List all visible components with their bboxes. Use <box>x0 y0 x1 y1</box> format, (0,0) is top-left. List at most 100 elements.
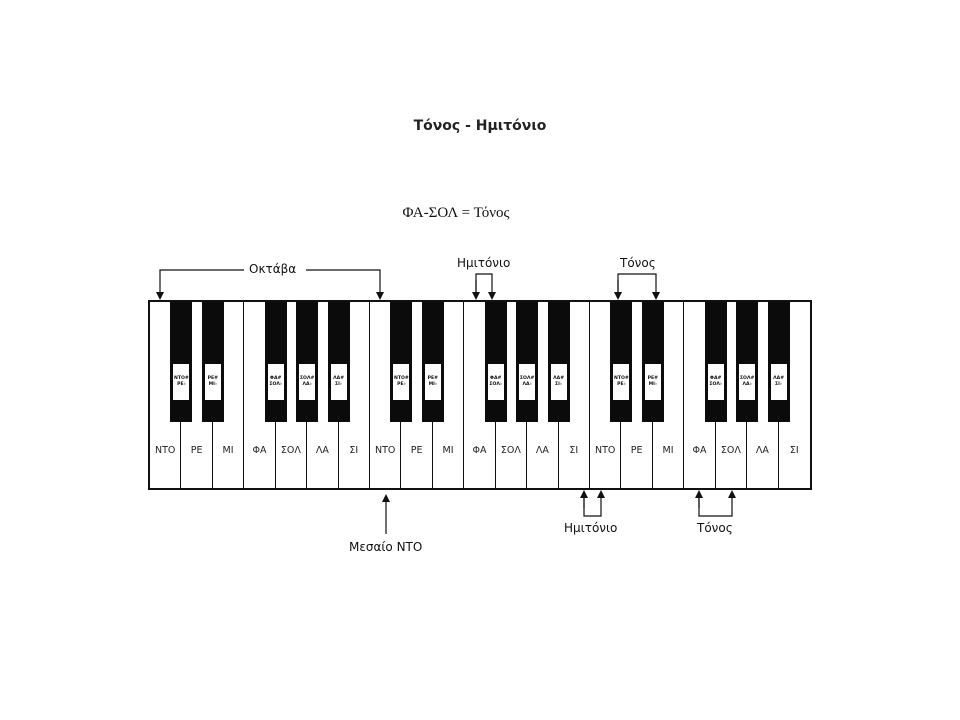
black-key-flat-label: ΣΙ♭ <box>335 382 343 387</box>
black-key: ΛΑ#ΣΙ♭ <box>767 302 790 422</box>
tone-bottom-label: Τόνος <box>697 521 733 535</box>
black-key-sharp-label: ΣΟΛ# <box>519 376 535 381</box>
white-key-label: ΣΟΛ <box>280 445 301 456</box>
black-key: ΝΤΟ#ΡΕ♭ <box>390 302 413 422</box>
black-key: ΝΤΟ#ΡΕ♭ <box>610 302 633 422</box>
white-key-label: ΜΙ <box>662 445 674 456</box>
black-key-label: ΦΑ#ΣΟΛ♭ <box>707 364 724 400</box>
white-key-label: ΜΙ <box>442 445 454 456</box>
white-key-label: ΝΤΟ <box>375 445 396 456</box>
black-key-sharp-label: ΝΤΟ# <box>394 376 409 381</box>
black-key-sharp-label: ΣΟΛ# <box>299 376 315 381</box>
white-key-label: ΣΟΛ <box>500 445 521 456</box>
black-key: ΛΑ#ΣΙ♭ <box>327 302 350 422</box>
black-key-label: ΣΟΛ#ΛΑ♭ <box>739 364 756 400</box>
white-key: ΜΙ <box>653 302 685 488</box>
black-key-label: ΡΕ#ΜΙ♭ <box>424 364 441 400</box>
black-key-sharp-label: ΡΕ# <box>647 376 659 381</box>
black-key-label: ΡΕ#ΜΙ♭ <box>644 364 661 400</box>
white-key: ΜΙ <box>433 302 465 488</box>
black-key-flat-label: ΡΕ♭ <box>177 382 186 387</box>
white-key-label: ΦΑ <box>472 445 487 456</box>
white-key-label: ΡΕ <box>630 445 643 456</box>
white-key-label: ΣΙ <box>569 445 579 456</box>
black-key-label: ΛΑ#ΣΙ♭ <box>550 364 567 400</box>
tone-top-bracket <box>617 273 660 300</box>
black-key-flat-label: ΣΙ♭ <box>775 382 783 387</box>
black-key-sharp-label: ΡΕ# <box>207 376 219 381</box>
black-key-flat-label: ΜΙ♭ <box>648 382 658 387</box>
white-key-label: ΝΤΟ <box>595 445 616 456</box>
black-key: ΛΑ#ΣΙ♭ <box>547 302 570 422</box>
black-key-label: ΦΑ#ΣΟΛ♭ <box>487 364 504 400</box>
white-key-label: ΛΑ <box>535 445 549 456</box>
tone-top-label: Τόνος <box>620 256 656 270</box>
black-key-flat-label: ΡΕ♭ <box>617 382 626 387</box>
tone-bottom-bracket <box>698 490 736 517</box>
black-key-flat-label: ΜΙ♭ <box>428 382 438 387</box>
page-title: Τόνος - Ημιτόνιο <box>413 118 547 134</box>
octave-bracket <box>156 269 384 300</box>
white-key-label: ΦΑ <box>252 445 267 456</box>
black-key-label: ΛΑ#ΣΙ♭ <box>330 364 347 400</box>
black-key-sharp-label: ΣΟΛ# <box>739 376 755 381</box>
white-key-label: ΣΙ <box>349 445 359 456</box>
white-key-label: ΣΙ <box>789 445 799 456</box>
black-key-sharp-label: ΦΑ# <box>490 376 502 381</box>
black-key-sharp-label: ΛΑ# <box>773 376 785 381</box>
black-key-label: ΡΕ#ΜΙ♭ <box>204 364 221 400</box>
white-key: ΣΙ <box>559 302 590 488</box>
black-key-label: ΣΟΛ#ΛΑ♭ <box>519 364 536 400</box>
black-key-label: ΝΤΟ#ΡΕ♭ <box>173 364 190 400</box>
white-key-label: ΡΕ <box>190 445 203 456</box>
octave-label: Οκτάβα <box>249 262 297 276</box>
black-key: ΡΕ#ΜΙ♭ <box>641 302 664 422</box>
black-key: ΦΑ#ΣΟΛ♭ <box>484 302 507 422</box>
white-key: ΣΙ <box>779 302 810 488</box>
black-key: ΡΕ#ΜΙ♭ <box>201 302 224 422</box>
white-key-label: ΡΕ <box>410 445 423 456</box>
white-key-label: ΛΑ <box>315 445 329 456</box>
black-key: ΡΕ#ΜΙ♭ <box>421 302 444 422</box>
black-key-flat-label: ΛΑ♭ <box>302 382 312 387</box>
black-key-flat-label: ΛΑ♭ <box>742 382 752 387</box>
black-key-sharp-label: ΡΕ# <box>427 376 439 381</box>
white-key-label: ΛΑ <box>755 445 769 456</box>
black-key-label: ΝΤΟ#ΡΕ♭ <box>393 364 410 400</box>
black-key-sharp-label: ΝΤΟ# <box>174 376 189 381</box>
semitone-bottom-bracket <box>583 490 605 517</box>
black-key-flat-label: ΣΟΛ♭ <box>269 382 283 387</box>
black-key-flat-label: ΣΟΛ♭ <box>709 382 723 387</box>
black-key-flat-label: ΛΑ♭ <box>522 382 532 387</box>
black-key-flat-label: ΡΕ♭ <box>397 382 406 387</box>
white-key-label: ΦΑ <box>692 445 707 456</box>
black-key-sharp-label: ΦΑ# <box>270 376 282 381</box>
white-key-label: ΣΟΛ <box>720 445 741 456</box>
black-key: ΣΟΛ#ΛΑ♭ <box>516 302 539 422</box>
black-key: ΦΑ#ΣΟΛ♭ <box>264 302 287 422</box>
black-key-sharp-label: ΝΤΟ# <box>614 376 629 381</box>
middle-c-label: Μεσαίο ΝΤΟ <box>349 540 423 554</box>
subtitle: ΦΑ-ΣΟΛ = Τόνος <box>402 205 510 221</box>
black-key-label: ΣΟΛ#ΛΑ♭ <box>299 364 316 400</box>
black-key: ΣΟΛ#ΛΑ♭ <box>296 302 319 422</box>
black-key-sharp-label: ΛΑ# <box>553 376 565 381</box>
semitone-top-label: Ημιτόνιο <box>457 256 511 270</box>
white-key: ΣΙ <box>339 302 370 488</box>
semitone-top-bracket <box>475 273 496 300</box>
black-key-flat-label: ΜΙ♭ <box>208 382 218 387</box>
semitone-bottom-label: Ημιτόνιο <box>564 521 618 535</box>
white-key-label: ΜΙ <box>222 445 234 456</box>
black-key-flat-label: ΣΟΛ♭ <box>489 382 503 387</box>
black-key: ΝΤΟ#ΡΕ♭ <box>170 302 193 422</box>
black-key-sharp-label: ΦΑ# <box>710 376 722 381</box>
black-key-label: ΛΑ#ΣΙ♭ <box>770 364 787 400</box>
black-key-label: ΦΑ#ΣΟΛ♭ <box>267 364 284 400</box>
black-key-sharp-label: ΛΑ# <box>333 376 345 381</box>
black-key-label: ΝΤΟ#ΡΕ♭ <box>613 364 630 400</box>
black-key-flat-label: ΣΙ♭ <box>555 382 563 387</box>
black-key: ΣΟΛ#ΛΑ♭ <box>736 302 759 422</box>
white-key: ΜΙ <box>213 302 245 488</box>
